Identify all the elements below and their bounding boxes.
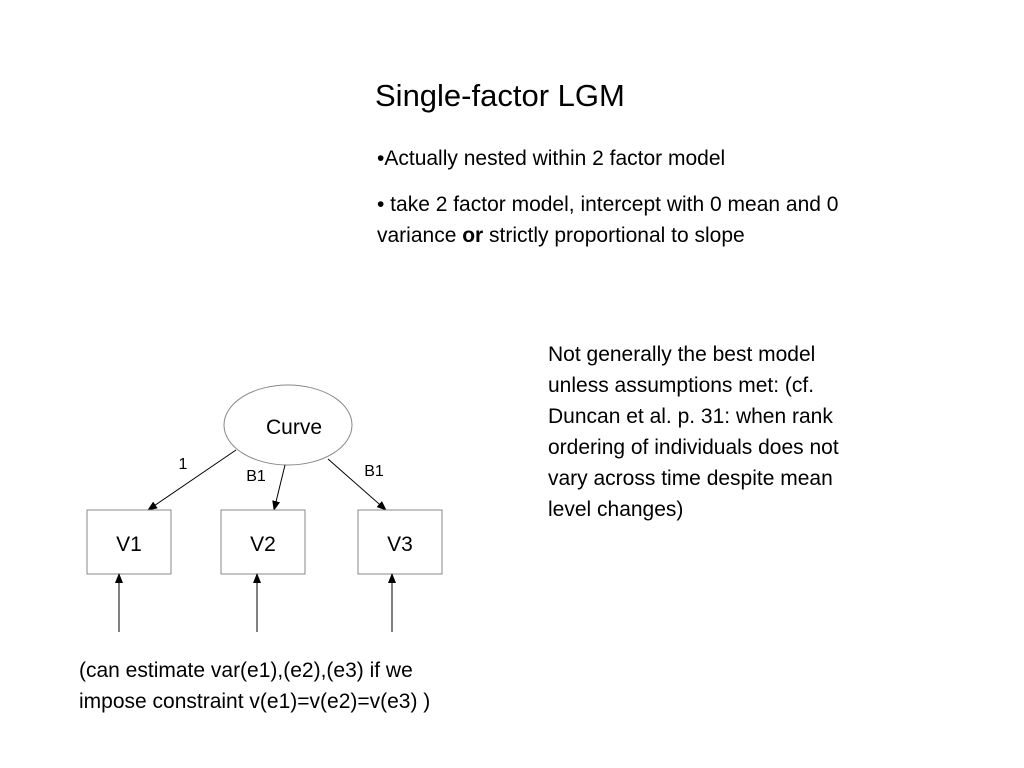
observed-v3-box <box>357 509 443 575</box>
bullet-constraint-text-1: • take 2 factor model, intercept with 0 … <box>377 193 839 247</box>
observed-v3-label: V3 <box>387 533 413 556</box>
footer-note: (can estimate var(e1),(e2),(e3) if we im… <box>79 659 431 713</box>
observed-v2-box <box>220 509 306 575</box>
path-curve-v2 <box>272 464 286 511</box>
observed-v1-label: V1 <box>116 533 142 556</box>
latent-curve-ellipse <box>223 384 353 466</box>
bullet-constraint: • take 2 factor model, intercept with 0 … <box>377 189 877 251</box>
side-note: Not generally the best model unless assu… <box>548 343 839 521</box>
slide-title: Single-factor LGM <box>375 78 625 113</box>
observed-v1-box <box>86 509 172 575</box>
loading-label-v3: B1 <box>364 463 384 480</box>
loading-label-v2: B1 <box>246 468 266 485</box>
latent-curve-label: Curve <box>266 416 322 439</box>
bullet-constraint-text-2: strictly proportional to slope <box>483 224 745 247</box>
bullet-constraint-bold: or <box>462 224 484 247</box>
path-curve-v1 <box>147 449 237 511</box>
observed-v2-label: V2 <box>250 533 276 556</box>
loading-label-v1: 1 <box>179 456 188 473</box>
bullet-nested: •Actually nested within 2 factor model <box>377 147 726 170</box>
path-curve-v3 <box>327 458 387 511</box>
